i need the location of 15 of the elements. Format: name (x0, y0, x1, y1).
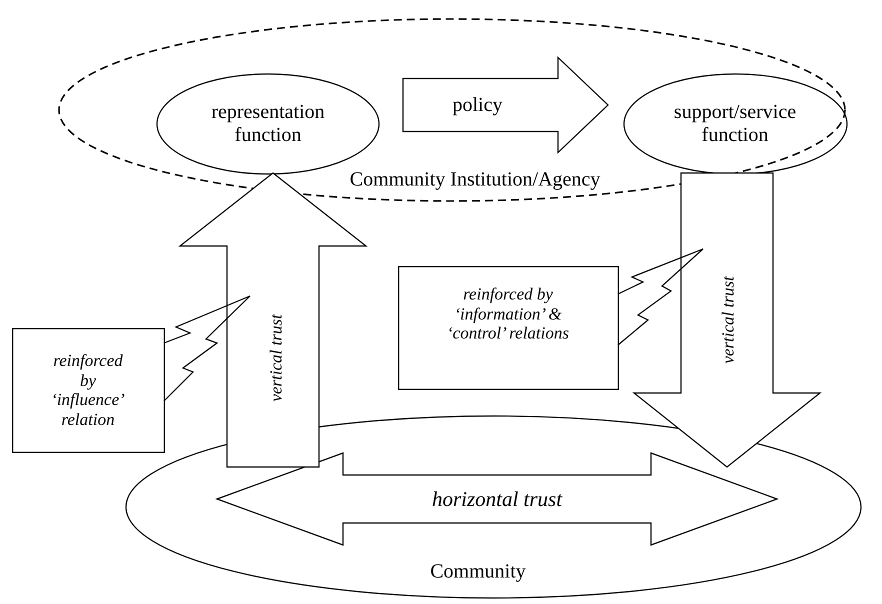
block-arrow (402, 56, 609, 154)
block-arrow (632, 172, 822, 468)
arrow-label: vertical trust (268, 314, 286, 402)
zigzag-connector (163, 295, 251, 402)
arrow-label: policy (452, 94, 502, 116)
block-arrow (178, 172, 368, 468)
note-text: reinforced by ‘influence’ relation (50, 350, 126, 430)
ellipse-heading: Community Institution/Agency (350, 168, 600, 192)
ellipse-heading: Community (430, 560, 526, 584)
arrow-label: vertical trust (720, 276, 738, 364)
zigzag-connector (617, 248, 704, 346)
arrow-label: horizontal trust (432, 486, 562, 512)
ellipse-label: representation function (210, 101, 326, 147)
ellipse-label: support/service function (672, 101, 798, 147)
note-text: reinforced by ‘information’ & ‘control’ relations (446, 284, 570, 344)
